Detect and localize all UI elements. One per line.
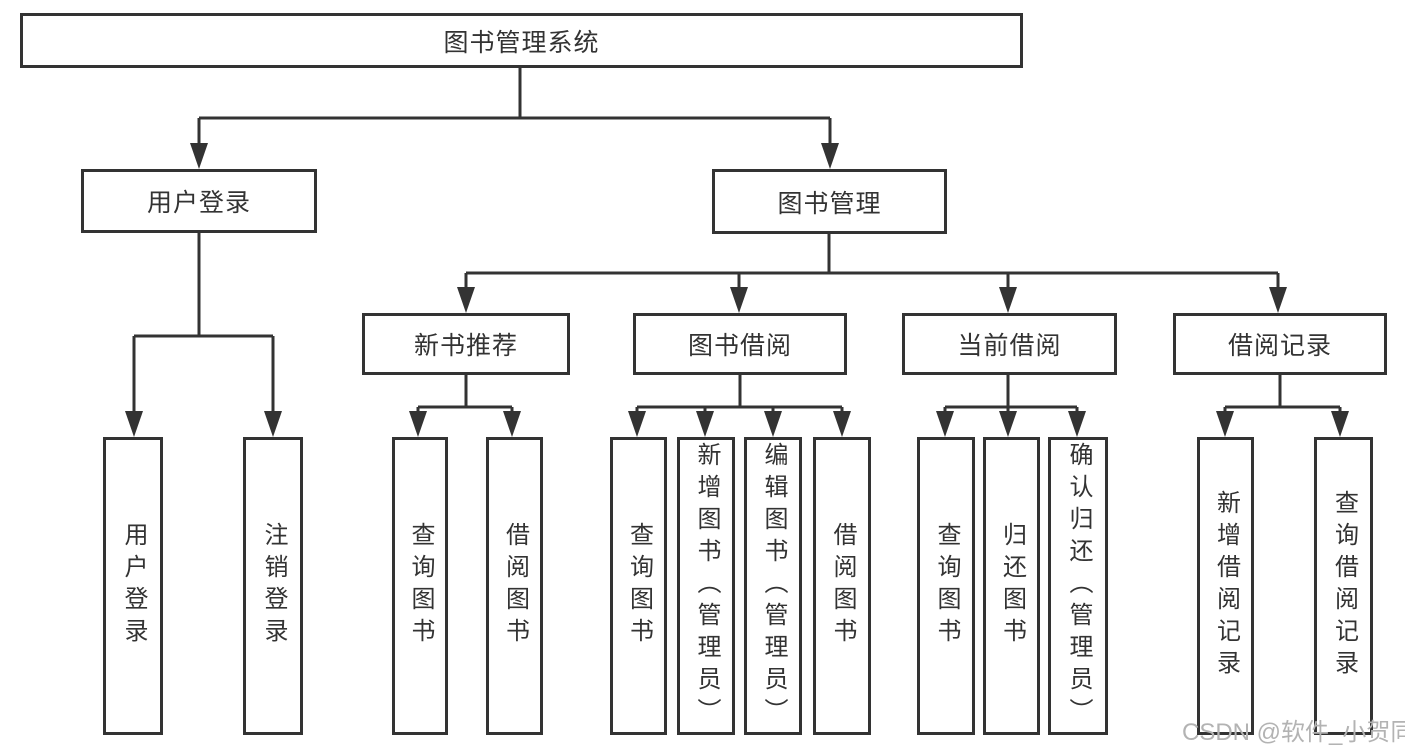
leaf-edit-books-admin: 编辑图书（管理员）	[744, 437, 802, 735]
leaf-label: 新增借阅记录	[1212, 490, 1240, 682]
node-book-management: 图书管理	[712, 169, 947, 234]
arrowhead-icons	[125, 143, 1349, 437]
leaf-borrow-books-newbook: 借阅图书	[486, 437, 543, 735]
leaf-add-borrow-record: 新增借阅记录	[1197, 437, 1254, 735]
leaf-user-login: 用户登录	[103, 437, 163, 735]
node-borrow-records: 借阅记录	[1173, 313, 1387, 375]
node-label: 图书管理	[777, 189, 882, 218]
leaf-label: 归还图书	[998, 522, 1026, 650]
leaf-label: 查询图书	[625, 522, 653, 650]
node-label: 借阅记录	[1227, 332, 1332, 360]
leaf-confirm-return-admin: 确认归还（管理员）	[1048, 437, 1108, 735]
node-book-borrowing: 图书借阅	[633, 313, 847, 375]
leaf-label: 注销登录	[260, 522, 287, 650]
leaf-label: 查询借阅记录	[1330, 490, 1358, 682]
leaf-label: 用户登录	[120, 522, 147, 650]
node-label: 图书借阅	[687, 332, 792, 360]
leaf-borrow-books-borrowing: 借阅图书	[813, 437, 871, 735]
leaf-label: 新增图书（管理员）	[693, 442, 720, 730]
leaf-label: 确认归还（管理员）	[1065, 442, 1092, 730]
leaf-label: 借阅图书	[501, 522, 529, 650]
node-library-system-root: 图书管理系统	[20, 13, 1023, 68]
leaf-label: 查询图书	[933, 522, 960, 650]
leaf-logout: 注销登录	[243, 437, 303, 735]
leaf-query-books-newbook: 查询图书	[392, 437, 448, 735]
node-label: 新书推荐	[413, 332, 518, 360]
leaf-query-books-current: 查询图书	[917, 437, 975, 735]
node-label: 用户登录	[146, 189, 251, 217]
node-user-login: 用户登录	[81, 169, 317, 233]
leaf-query-books-borrowing: 查询图书	[610, 437, 667, 735]
node-new-book-recommend: 新书推荐	[362, 313, 570, 375]
leaf-query-borrow-record: 查询借阅记录	[1314, 437, 1373, 735]
leaf-label: 查询图书	[407, 522, 434, 650]
csdn-watermark: CSDN @软件_小贺同学	[1182, 719, 1405, 746]
node-label: 图书管理系统	[443, 28, 600, 57]
leaf-return-books: 归还图书	[983, 437, 1040, 735]
node-current-borrowing: 当前借阅	[902, 313, 1117, 375]
node-label: 当前借阅	[957, 332, 1062, 360]
leaf-label: 编辑图书（管理员）	[760, 442, 787, 730]
leaf-label: 借阅图书	[829, 522, 856, 650]
leaf-add-books-admin: 新增图书（管理员）	[677, 437, 735, 735]
